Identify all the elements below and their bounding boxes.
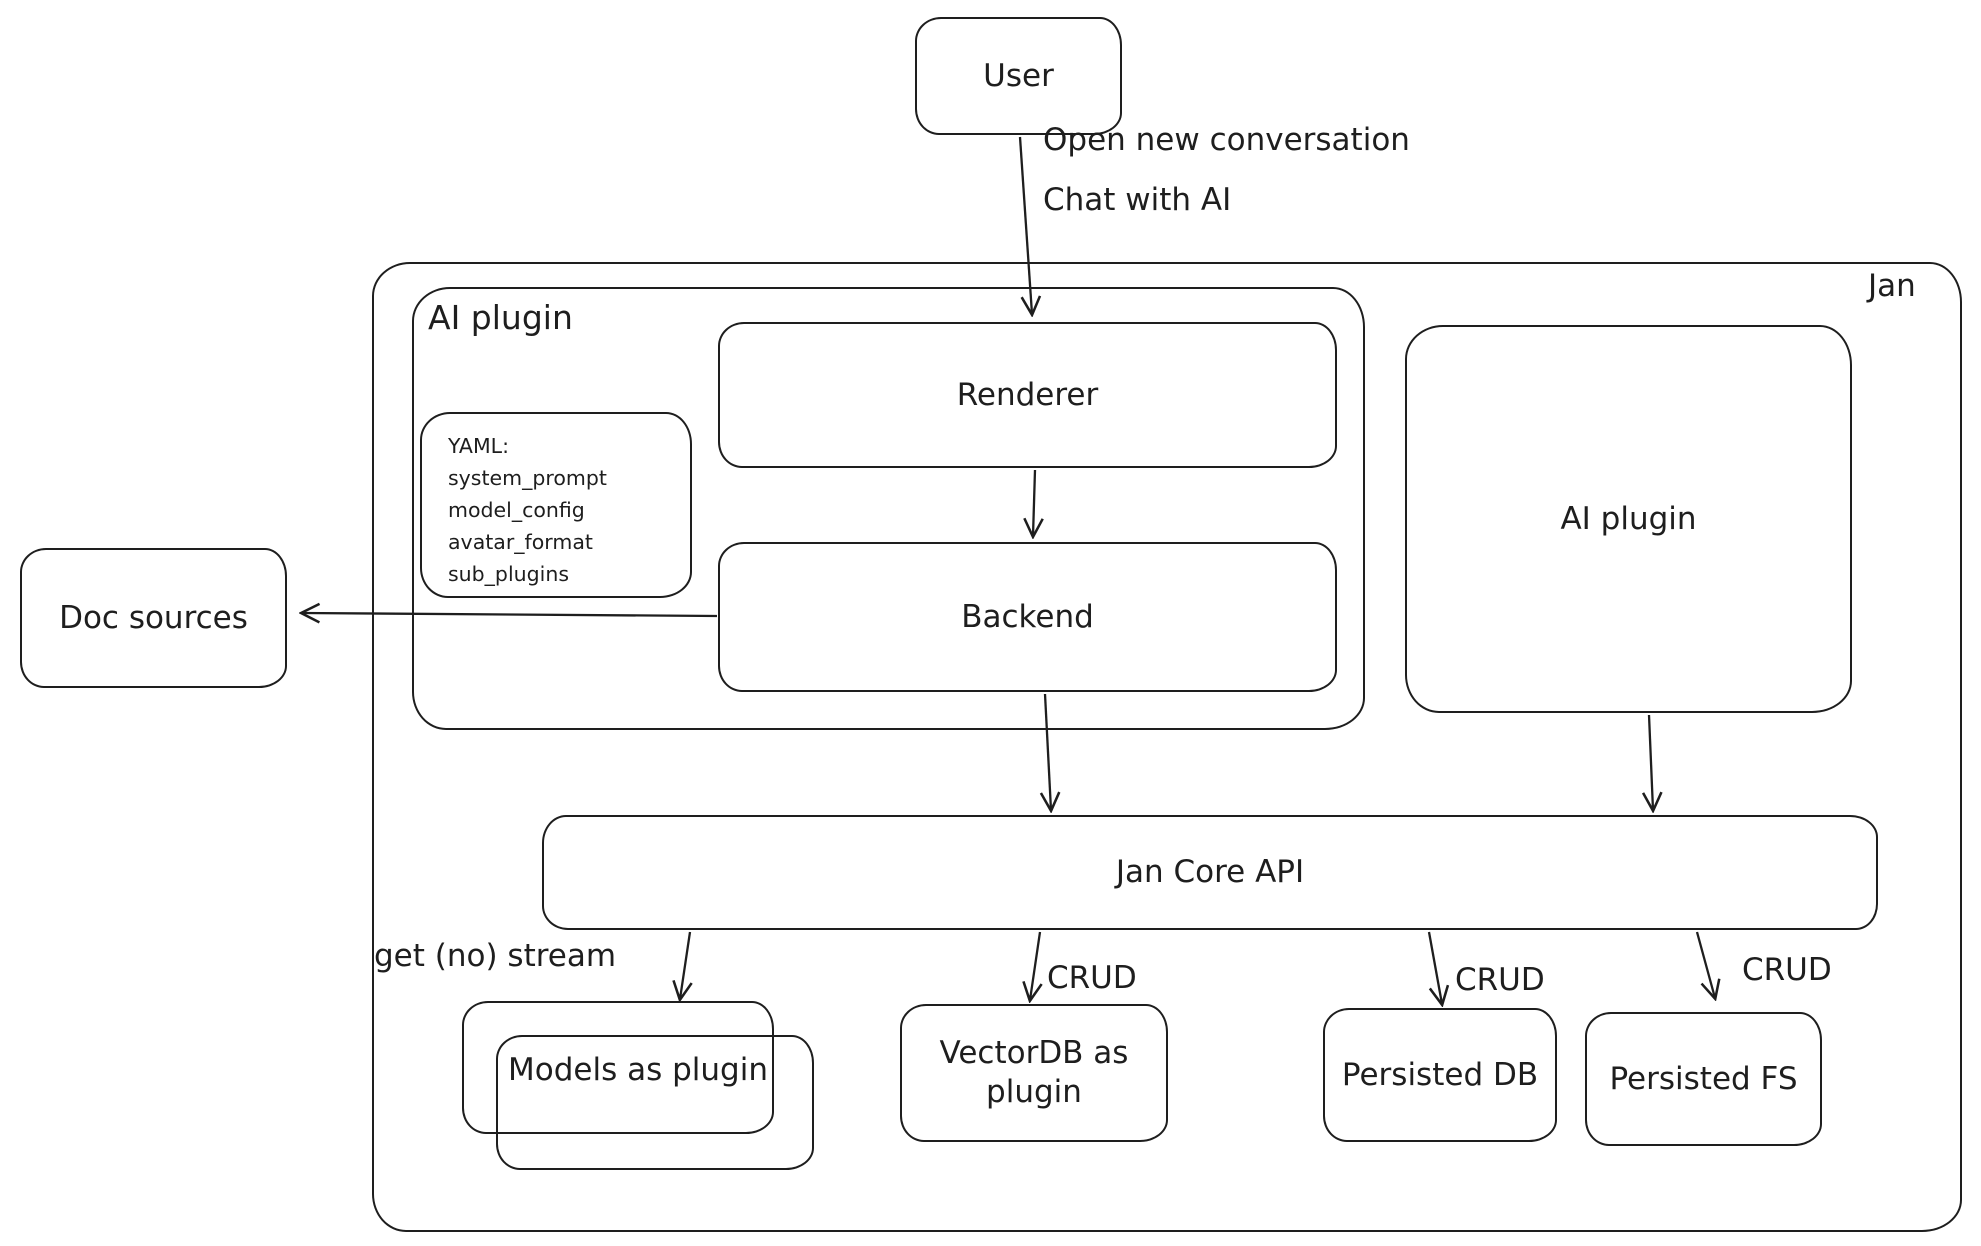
jan-core-api-node: Jan Core API — [542, 815, 1878, 930]
models-as-plugin-label: Models as plugin — [508, 1052, 768, 1088]
models-as-plugin-back-box — [462, 1001, 774, 1134]
edge-label-chat-with-ai: Chat with AI — [1043, 182, 1232, 218]
ai-plugin-container — [412, 287, 1365, 730]
renderer-node: Renderer — [718, 322, 1337, 468]
jan-container — [372, 262, 1962, 1232]
edge-label-crud-persisted-db: CRUD — [1455, 962, 1545, 998]
vectordb-as-plugin-label: VectorDB as plugin — [939, 1035, 1129, 1110]
yaml-note: YAML: system_prompt model_config avatar_… — [420, 412, 692, 598]
persisted-fs-node: Persisted FS — [1585, 1012, 1822, 1146]
yaml-note-line: avatar_format — [448, 530, 593, 554]
doc-sources-node: Doc sources — [20, 548, 287, 688]
yaml-note-line: system_prompt — [448, 466, 607, 490]
user-node: User — [915, 17, 1122, 135]
ai-plugin-container-label: AI plugin — [428, 298, 573, 337]
persisted-db-label: Persisted DB — [1341, 1056, 1539, 1093]
jan-core-api-node-label: Jan Core API — [1115, 854, 1305, 891]
yaml-note-line: model_config — [448, 498, 585, 522]
renderer-node-label: Renderer — [956, 376, 1099, 413]
ai-plugin-right-node-label: AI plugin — [1560, 500, 1697, 537]
vectordb-as-plugin-node: VectorDB as plugin — [900, 1004, 1168, 1142]
doc-sources-node-label: Doc sources — [59, 599, 248, 636]
edge-label-crud-persisted-fs: CRUD — [1742, 952, 1832, 988]
backend-node-label: Backend — [961, 598, 1094, 635]
yaml-note-line: YAML: — [448, 434, 509, 458]
jan-container-label: Jan — [1868, 268, 1916, 304]
edge-label-get-no-stream: get (no) stream — [374, 938, 617, 974]
edge-label-open-conversation: Open new conversation — [1043, 122, 1410, 158]
persisted-fs-label: Persisted FS — [1609, 1060, 1798, 1097]
persisted-db-node: Persisted DB — [1323, 1008, 1557, 1142]
yaml-note-line: sub_plugins — [448, 562, 570, 586]
backend-node: Backend — [718, 542, 1337, 692]
models-as-plugin-node — [496, 1035, 814, 1170]
user-node-label: User — [983, 57, 1054, 94]
edge-label-crud-vectordb: CRUD — [1047, 960, 1137, 996]
ai-plugin-right-node: AI plugin — [1405, 325, 1852, 713]
